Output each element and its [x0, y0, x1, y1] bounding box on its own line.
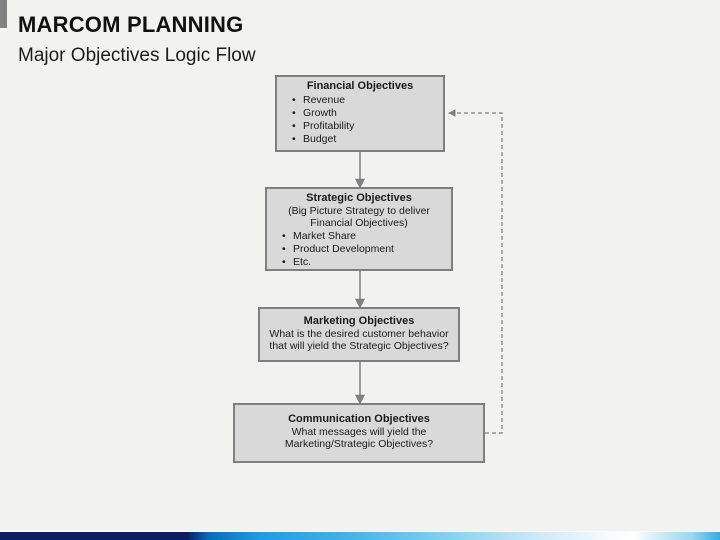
bullet-list: Revenue Growth Profitability Budget	[277, 94, 443, 146]
box-subtitle-line: (Big Picture Strategy to deliver	[288, 205, 430, 217]
box-title: Financial Objectives	[306, 80, 414, 92]
connector-feedback-dashed	[455, 112, 503, 434]
arrow-left-icon	[448, 109, 456, 117]
list-item: Growth	[292, 107, 443, 120]
page-subtitle: Major Objectives Logic Flow	[18, 45, 256, 66]
box-title: Strategic Objectives	[306, 192, 412, 204]
list-item: Revenue	[292, 94, 443, 107]
list-item: Budget	[292, 133, 443, 146]
flow-box-marketing-objectives: Marketing Objectives What is the desired…	[258, 307, 460, 362]
footer-gradient-bar	[0, 531, 720, 540]
page-title: MARCOM PLANNING	[18, 12, 244, 37]
arrow-down-icon	[354, 298, 366, 309]
box-body-line: that will yield the Strategic Objectives…	[269, 340, 449, 352]
flow-box-strategic-objectives: Strategic Objectives (Big Picture Strate…	[265, 187, 453, 271]
box-body-line: What messages will yield the	[291, 426, 427, 438]
flow-box-communication-objectives: Communication Objectives What messages w…	[233, 403, 485, 463]
flow-box-financial-objectives: Financial Objectives Revenue Growth Prof…	[275, 75, 445, 152]
box-title: Communication Objectives	[288, 413, 430, 425]
box-body-line: Marketing/Strategic Objectives?	[284, 438, 434, 450]
bullet-list: Market Share Product Development Etc.	[267, 230, 451, 269]
list-item: Etc.	[282, 256, 451, 269]
box-subtitle-line: Financial Objectives)	[310, 217, 408, 229]
arrow-down-icon	[354, 394, 366, 405]
arrow-down-icon	[354, 178, 366, 189]
box-body-line: What is the desired customer behavior	[269, 328, 449, 340]
slide-edge-accent	[0, 0, 7, 28]
list-item: Product Development	[282, 243, 451, 256]
box-title: Marketing Objectives	[303, 315, 415, 327]
list-item: Profitability	[292, 120, 443, 133]
list-item: Market Share	[282, 230, 451, 243]
